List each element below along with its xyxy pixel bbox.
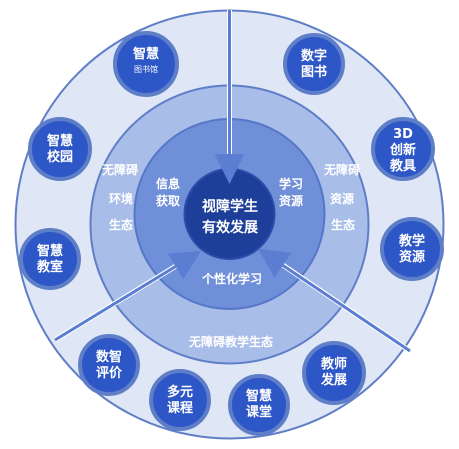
node-teacher-development-circle (302, 341, 366, 405)
node-digital-evaluation-circle (78, 334, 140, 396)
node-smart-campus: 智慧 校园 (28, 117, 92, 181)
node-digital-books-line2: 图书 (301, 64, 327, 80)
node-3d-tools: 3D 创新 教具 (371, 117, 435, 181)
node-diverse-courses-circle (149, 369, 211, 431)
node-smart-library-line2: 图书馆 (134, 64, 158, 74)
node-smart-class-line2: 课堂 (246, 404, 272, 420)
middle-left-line3: 生态 (109, 217, 133, 232)
center-title-line1: 视障学生 (202, 198, 258, 215)
node-smart-campus-line1: 智慧 (47, 133, 73, 149)
middle-right-line1: 无障碍 (323, 162, 360, 177)
node-smart-library: 智慧 图书馆 (113, 31, 179, 97)
node-teacher-development-line1: 教师 (320, 356, 347, 372)
inner-top-right-line2: 资源 (279, 193, 303, 208)
node-3d-tools-circle (371, 117, 435, 181)
node-diverse-courses-line2: 课程 (167, 401, 193, 416)
middle-left-line1: 无障碍 (101, 162, 138, 177)
node-digital-evaluation: 数智 评价 (78, 334, 140, 396)
inner-top-right-line1: 学习 (279, 176, 303, 191)
node-smart-library-circle (113, 31, 179, 97)
node-smart-campus-circle (28, 117, 92, 181)
middle-right-line3: 生态 (331, 217, 355, 232)
node-diverse-courses: 多元 课程 (149, 369, 211, 431)
inner-bottom-label: 个性化学习 (201, 271, 262, 286)
node-digital-books: 数字 图书 (283, 33, 345, 95)
middle-bottom-label: 无障碍教学生态 (188, 334, 273, 349)
node-teaching-resources-line2: 资源 (399, 249, 425, 265)
node-smart-class-line1: 智慧 (246, 388, 272, 404)
center-title-line2: 有效发展 (202, 219, 258, 236)
node-smart-classroom-circle (19, 228, 81, 290)
node-digital-books-line1: 数字 (301, 48, 327, 64)
inner-top-left-line1: 信息 (156, 176, 180, 191)
node-digital-evaluation-line1: 数智 (96, 349, 122, 365)
right-arrow-line (258, 248, 411, 353)
node-smart-classroom-line1: 智慧 (37, 243, 63, 259)
node-teaching-resources-circle (380, 217, 444, 281)
left-arrow-line (54, 250, 202, 342)
node-smart-classroom: 智慧 教室 (19, 228, 81, 290)
node-digital-evaluation-line2: 评价 (96, 366, 123, 381)
middle-left-line2: 环境 (109, 191, 133, 206)
node-diverse-courses-line1: 多元 (167, 384, 193, 400)
node-3d-tools-line1: 3D (393, 127, 413, 142)
node-smart-classroom-line2: 教室 (36, 259, 63, 275)
node-teacher-development: 教师 发展 (302, 341, 366, 405)
node-smart-class-circle (228, 374, 290, 436)
node-smart-class: 智慧 课堂 (228, 374, 290, 436)
node-digital-books-circle (283, 33, 345, 95)
node-teaching-resources: 教学 资源 (380, 217, 444, 281)
middle-right-line2: 资源 (330, 191, 354, 206)
node-smart-campus-line2: 校园 (47, 149, 73, 165)
node-teaching-resources-line1: 教学 (398, 233, 425, 249)
node-3d-tools-line3: 教具 (389, 158, 416, 174)
node-3d-tools-line2: 创新 (389, 142, 416, 158)
inner-top-left-line2: 获取 (155, 193, 180, 208)
node-smart-library-line1: 智慧 (133, 46, 159, 62)
node-teacher-development-line2: 发展 (320, 372, 348, 388)
